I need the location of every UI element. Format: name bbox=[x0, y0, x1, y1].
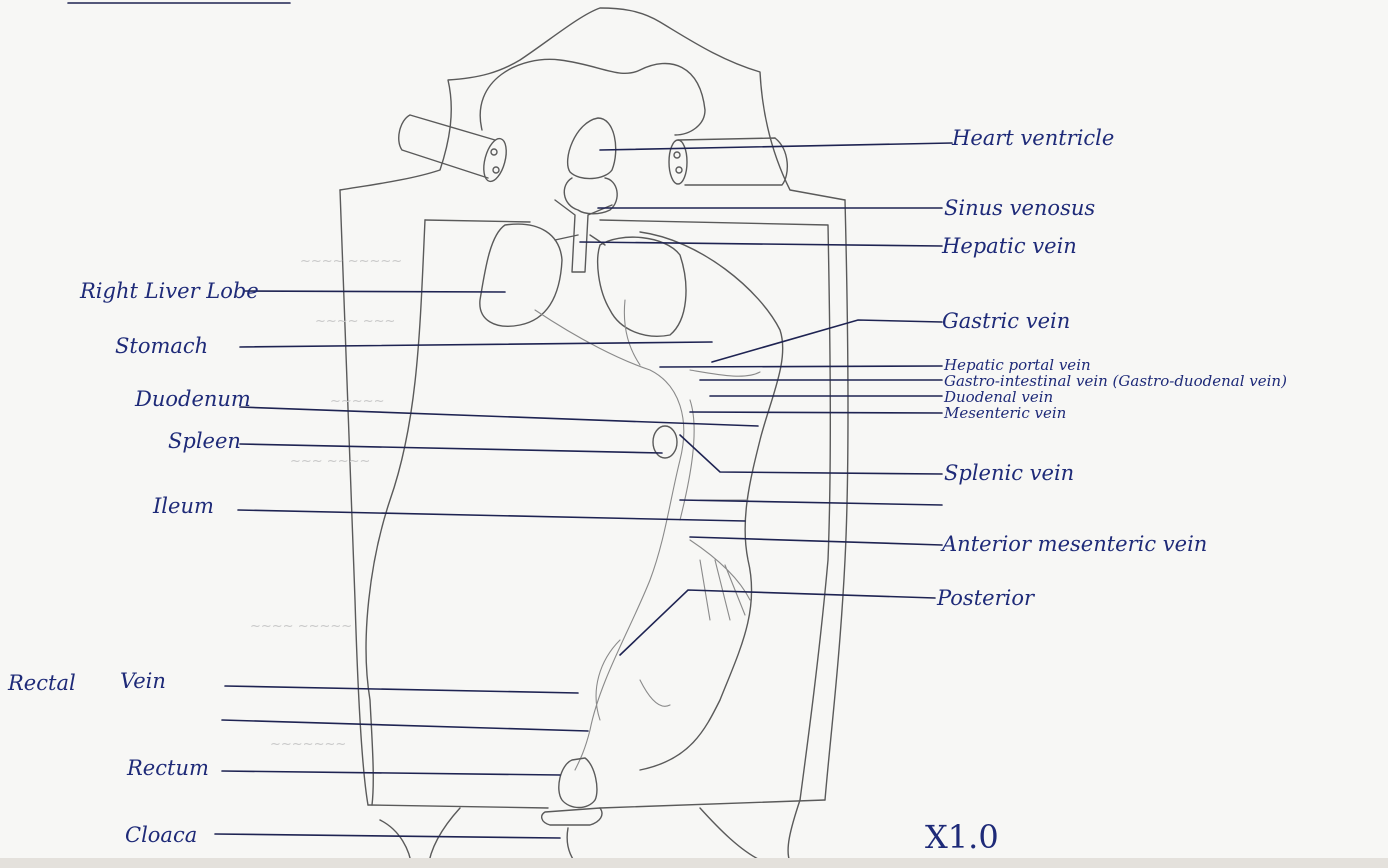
left-forelimb bbox=[399, 115, 511, 184]
left-labels: Right Liver Lobe Stomach Duodenum Spleen… bbox=[7, 279, 259, 847]
label-mesenteric-vein: Mesenteric vein bbox=[943, 404, 1066, 422]
right-labels: Heart ventricle Sinus venosus Hepatic ve… bbox=[936, 126, 1287, 610]
body-outline bbox=[340, 8, 845, 200]
right-forelimb bbox=[669, 138, 787, 185]
label-posterior: Posterior bbox=[936, 586, 1036, 610]
bleed-through-text: ~~~~ ~~~~~ ~~~~ ~~~ ~~~~~ ~~~ ~~~~ ~~~~ … bbox=[250, 254, 402, 752]
label-rectum: Rectum bbox=[126, 756, 209, 780]
label-stomach: Stomach bbox=[115, 334, 208, 358]
svg-text:~~~~ ~~~~~: ~~~~ ~~~~~ bbox=[300, 254, 402, 269]
bottom-edge bbox=[368, 800, 825, 808]
label-sinus-venosus: Sinus venosus bbox=[944, 196, 1095, 220]
magnification-label: X1.0 bbox=[925, 818, 999, 856]
head-arch bbox=[480, 59, 705, 135]
inner-top-edge bbox=[425, 220, 530, 222]
right-inner-wall bbox=[600, 220, 830, 800]
svg-text:~~~~ ~~~~~: ~~~~ ~~~~~ bbox=[250, 619, 352, 634]
heart-ventricle bbox=[568, 118, 616, 179]
paper-edge bbox=[0, 858, 1388, 868]
svg-text:~~~ ~~~~: ~~~ ~~~~ bbox=[290, 454, 370, 469]
label-gastric-vein: Gastric vein bbox=[942, 309, 1070, 333]
label-rectal: Rectal bbox=[7, 671, 76, 695]
label-hepatic-vein: Hepatic vein bbox=[941, 234, 1077, 258]
legs bbox=[380, 800, 800, 868]
label-ileum: Ileum bbox=[152, 494, 214, 518]
specimen-sketch bbox=[340, 8, 848, 868]
hepatic-vein-vessel bbox=[555, 200, 612, 272]
svg-text:~~~~~: ~~~~~ bbox=[330, 394, 384, 409]
label-anterior-mesenteric-vein: Anterior mesenteric vein bbox=[940, 532, 1207, 556]
label-right-liver-lobe: Right Liver Lobe bbox=[79, 279, 259, 303]
left-body-wall bbox=[340, 190, 368, 805]
label-splenic-vein: Splenic vein bbox=[944, 461, 1074, 485]
label-cloaca: Cloaca bbox=[125, 823, 197, 847]
svg-text:~~~~ ~~~: ~~~~ ~~~ bbox=[315, 314, 395, 329]
label-spleen: Spleen bbox=[168, 429, 241, 453]
rectum-organ bbox=[559, 758, 597, 808]
portal-vessels bbox=[535, 300, 760, 770]
label-vein: Vein bbox=[120, 669, 166, 693]
label-duodenum: Duodenum bbox=[134, 387, 251, 411]
label-heart-ventricle: Heart ventricle bbox=[951, 126, 1114, 150]
left-liver-lobe bbox=[598, 237, 686, 336]
leader-lines bbox=[215, 143, 952, 838]
right-liver-lobe bbox=[480, 224, 562, 326]
svg-text:~~~~~~~: ~~~~~~~ bbox=[270, 737, 346, 752]
